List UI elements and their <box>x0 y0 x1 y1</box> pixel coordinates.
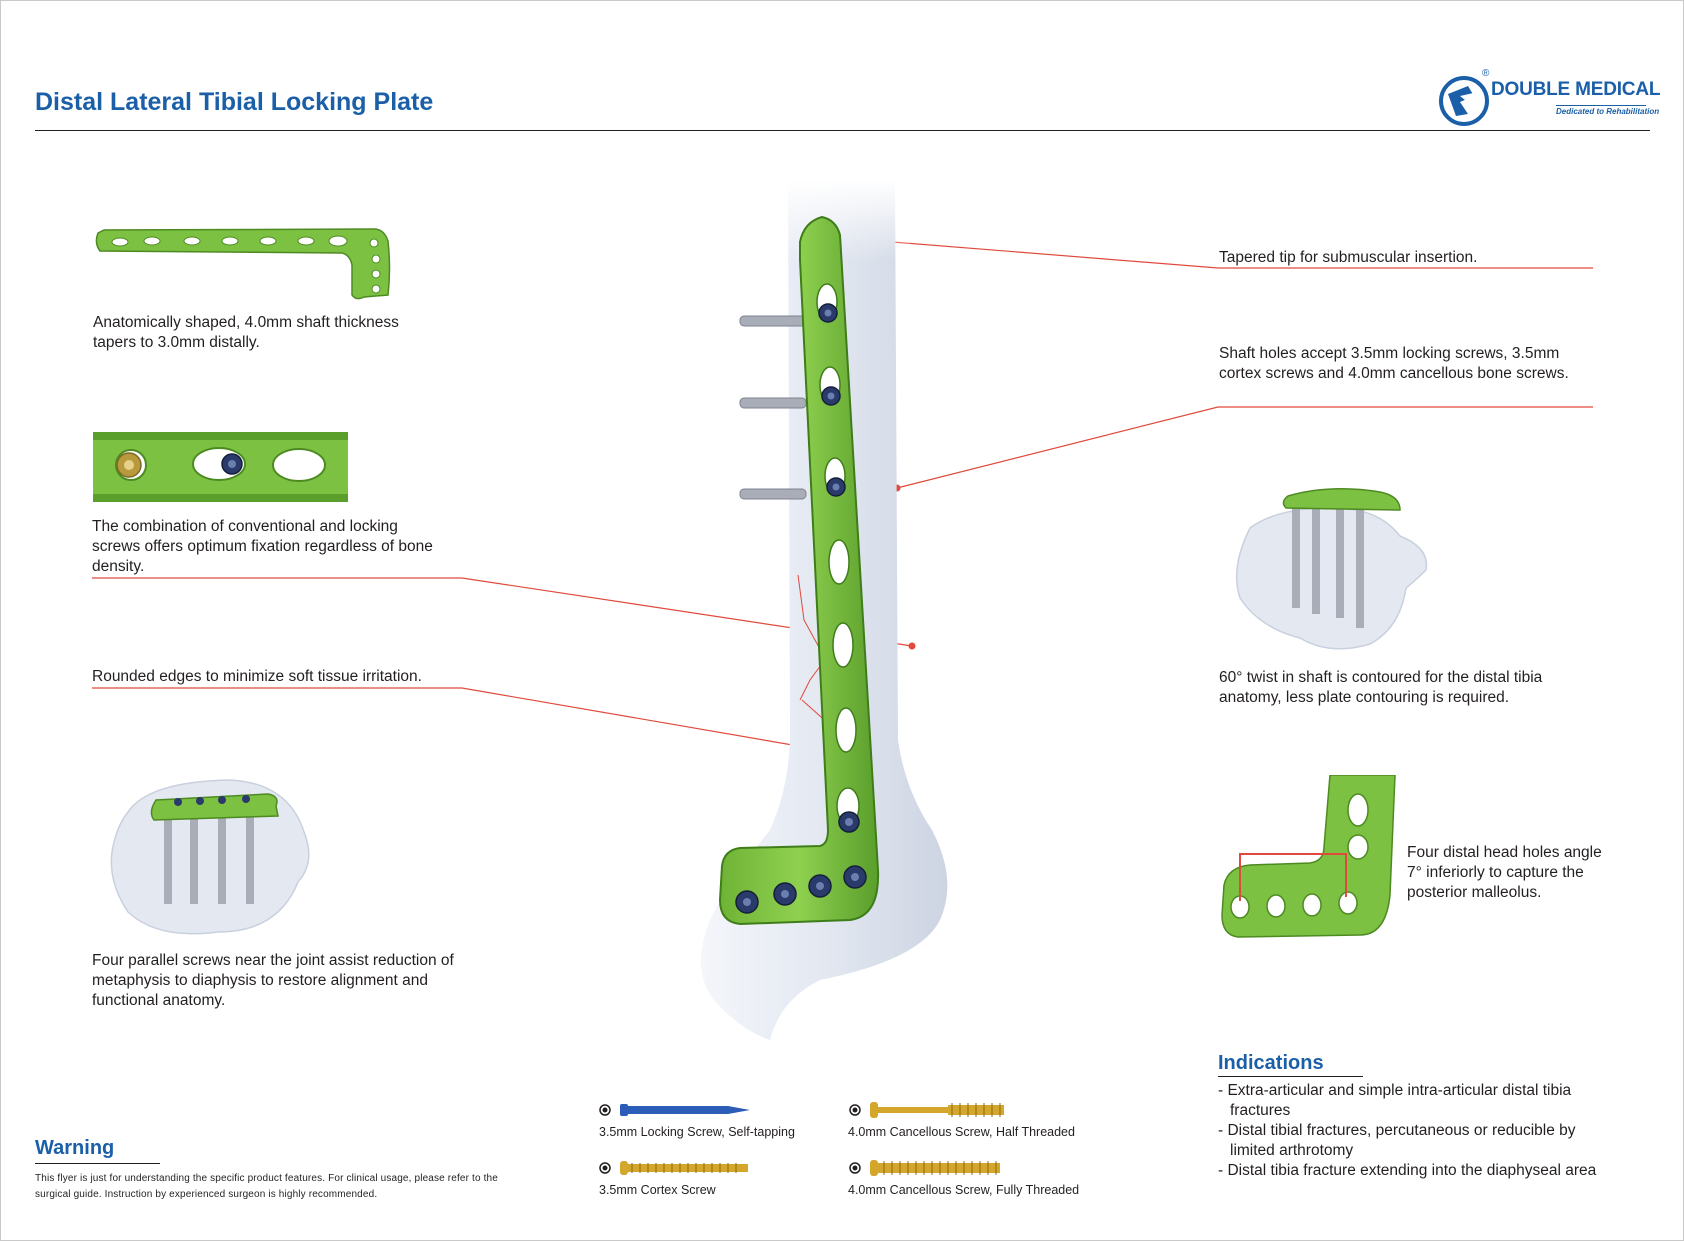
registered-mark: ® <box>1482 68 1490 79</box>
plate-holes-closeup-image <box>93 432 348 502</box>
leader-tapered-tip <box>879 240 1593 269</box>
feature-shaft-holes: Shaft holes accept 3.5mm locking screws,… <box>1219 345 1569 382</box>
feature-shaft-twist: 60° twist in shaft is contoured for the … <box>1219 669 1543 706</box>
feature-anatomical-shape: Anatomically shaped, 4.0mm shaft thickne… <box>93 314 399 351</box>
indication-item: Extra-articular and simple intra-articul… <box>1218 1081 1618 1121</box>
screw-label-cortex: 3.5mm Cortex Screw <box>599 1183 716 1197</box>
title-divider <box>35 130 1650 131</box>
cancellous-full-screw-icon <box>849 1160 1000 1176</box>
parallel-screws-image <box>110 779 310 935</box>
indications-heading: Indications <box>1218 1052 1324 1074</box>
locking-screw-icon <box>599 1104 750 1116</box>
brand-name: DOUBLE MEDICAL <box>1491 79 1661 100</box>
double-medical-emblem-icon <box>1439 76 1489 126</box>
leader-combination <box>92 577 913 647</box>
indication-item: Distal tibial fractures, percutaneous or… <box>1218 1121 1618 1161</box>
warning-divider <box>35 1163 160 1164</box>
cortex-screw-icon <box>599 1161 748 1175</box>
indication-item: Distal tibia fracture extending into the… <box>1218 1161 1618 1181</box>
warning-text: This flyer is just for understanding the… <box>35 1173 498 1200</box>
brand-tagline: Dedicated to Rehabilitation <box>1556 105 1660 116</box>
plate-side-view-image <box>95 228 391 300</box>
screw-label-cancellous-full: 4.0mm Cancellous Screw, Fully Threaded <box>848 1183 1080 1197</box>
page-title: Distal Lateral Tibial Locking Plate <box>35 88 434 116</box>
leader-shaft-holes <box>896 406 1593 489</box>
feature-rounded-edges: Rounded edges to minimize soft tissue ir… <box>92 668 422 685</box>
leader-dot-combination <box>908 642 916 650</box>
leader-rounded-edges <box>92 687 869 759</box>
distal-head-holes-image <box>1221 775 1396 938</box>
feature-tapered-tip: Tapered tip for submuscular insertion. <box>1219 249 1478 266</box>
cancellous-half-screw-icon <box>849 1102 1004 1118</box>
feature-parallel-screws: Four parallel screws near the joint assi… <box>92 952 454 1009</box>
feature-screw-combination: The combination of conventional and lock… <box>92 518 433 575</box>
screw-label-cancellous-half: 4.0mm Cancellous Screw, Half Threaded <box>848 1125 1075 1139</box>
indications-divider <box>1218 1076 1363 1077</box>
warning-heading: Warning <box>35 1137 115 1159</box>
tibia-with-plate-image <box>700 180 948 1040</box>
screw-label-locking: 3.5mm Locking Screw, Self-tapping <box>599 1125 795 1139</box>
feature-distal-head-holes: Four distal head holes angle 7° inferior… <box>1407 844 1602 901</box>
indications-list: Extra-articular and simple intra-articul… <box>1218 1081 1618 1181</box>
distal-twist-image <box>1235 488 1428 650</box>
brand-logo: ® DOUBLE MEDICAL Dedicated to Rehabilita… <box>1438 68 1660 126</box>
